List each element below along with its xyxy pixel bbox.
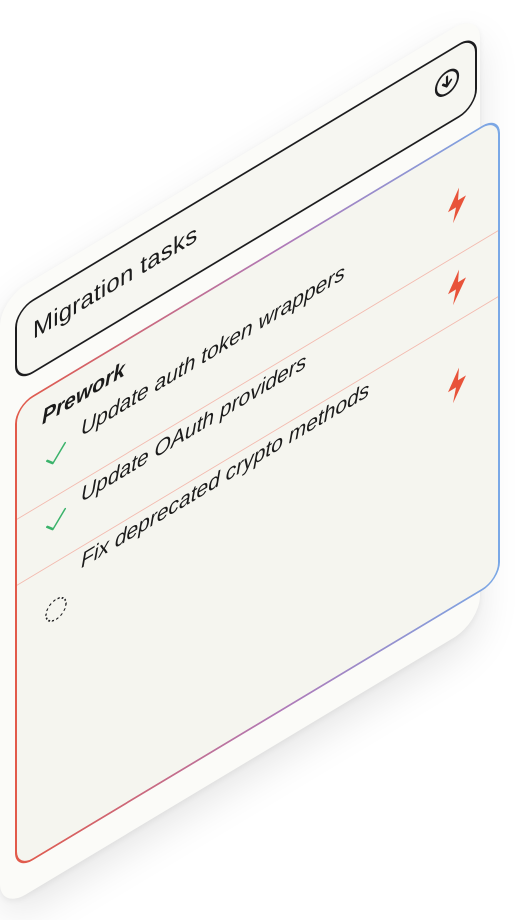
task-card-stage: Migration tasks Prework Update auth toke… xyxy=(0,12,500,920)
card-header: Migration tasks xyxy=(15,32,477,385)
download-icon[interactable] xyxy=(433,60,461,105)
lightning-bolt-icon xyxy=(448,269,466,306)
task-row[interactable]: Fix deprecated crypto methods xyxy=(17,298,498,651)
lightning-bolt-icon xyxy=(448,187,466,224)
task-row[interactable]: Update auth token wrappers xyxy=(17,166,498,520)
lightning-bolt-icon xyxy=(448,367,466,404)
dashed-circle-icon[interactable] xyxy=(44,590,68,628)
check-icon[interactable] xyxy=(44,502,68,540)
check-icon[interactable] xyxy=(44,436,68,474)
prework-section: Prework Update auth token wrappers Updat… xyxy=(15,115,500,871)
task-card: Migration tasks Prework Update auth toke… xyxy=(0,12,500,910)
task-row[interactable]: Update OAuth providers xyxy=(17,232,498,586)
